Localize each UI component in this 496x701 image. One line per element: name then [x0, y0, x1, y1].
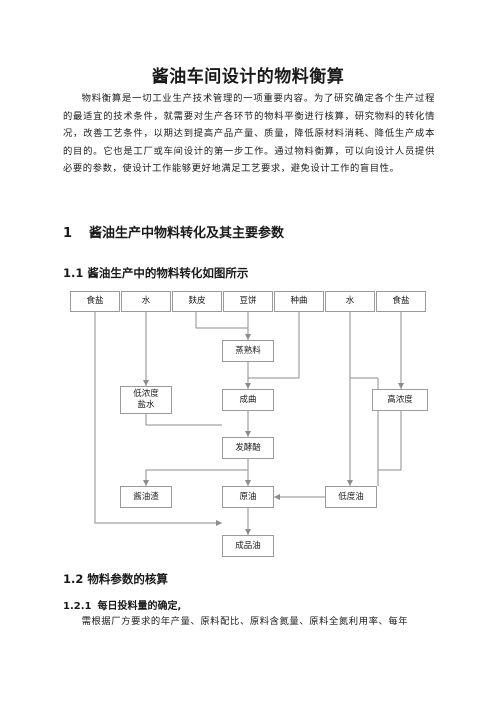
flow-box-high-brine: 高浓度: [372, 389, 428, 411]
flow-box-water-2: 水: [325, 291, 375, 312]
flow-line-koji-seed-to-koji: [248, 305, 300, 379]
section-1-2-1-heading: 1.2.1 每日投料量的确定,: [63, 597, 181, 612]
section-1-2-heading: 1.2 物料参数的核算: [63, 572, 168, 586]
section-1-heading: 1 酱油生产中物料转化及其主要参数: [63, 222, 284, 241]
flow-line-mash-to-residue: [145, 469, 248, 486]
flow-line-salt-to-product: [94, 305, 222, 524]
flow-box-product: 成品油: [222, 535, 274, 557]
flow-box-raw-oil: 原油: [222, 486, 274, 508]
section-1-1-heading: 1.1 酱油生产中的物料转化如图所示: [63, 266, 249, 280]
flow-box-mash: 发酵醅: [222, 437, 274, 459]
flow-box-low-brine: 低浓度 盐水: [120, 386, 172, 414]
section-1-2-1-number: 1.2.1: [63, 601, 92, 612]
flow-box-salt-2: 食盐: [376, 291, 426, 312]
page-title: 酱油车间设计的物料衡算: [151, 67, 345, 87]
flow-box-bran: 麸皮: [172, 291, 222, 312]
flow-box-residue: 酱油渣: [120, 486, 172, 508]
intro-paragraph: 物料衡算是一切工业生产技术管理的一项重要内容。为了研究确定各个生产过程的最适宜的…: [63, 93, 435, 175]
body-paragraph-2: 需根据厂方要求的年产量、原料配比、原料含氮量、原料全氮利用率、每年: [81, 616, 409, 627]
section-1-2-1-title: 每日投料量的确定,: [97, 601, 182, 612]
flow-box-salt-1: 食盐: [70, 291, 120, 312]
flow-box-koji-seed: 种曲: [274, 291, 324, 312]
flow-box-koji: 成曲: [222, 389, 274, 411]
section-1-number: 1: [63, 226, 73, 241]
flow-box-steamed: 蒸熟料: [222, 340, 274, 362]
section-1-title: 酱油生产中物料转化及其主要参数: [89, 226, 285, 241]
flow-line-low-brine-to-mash: [145, 414, 222, 426]
flow-box-low-oil: 低度油: [325, 486, 377, 508]
flow-box-beancake: 豆饼: [223, 291, 273, 312]
flow-line-bran-to-steamed: [195, 305, 248, 329]
flow-box-water-1: 水: [121, 291, 171, 312]
flow-line-high-brine-to-raw-oil: [378, 411, 402, 471]
